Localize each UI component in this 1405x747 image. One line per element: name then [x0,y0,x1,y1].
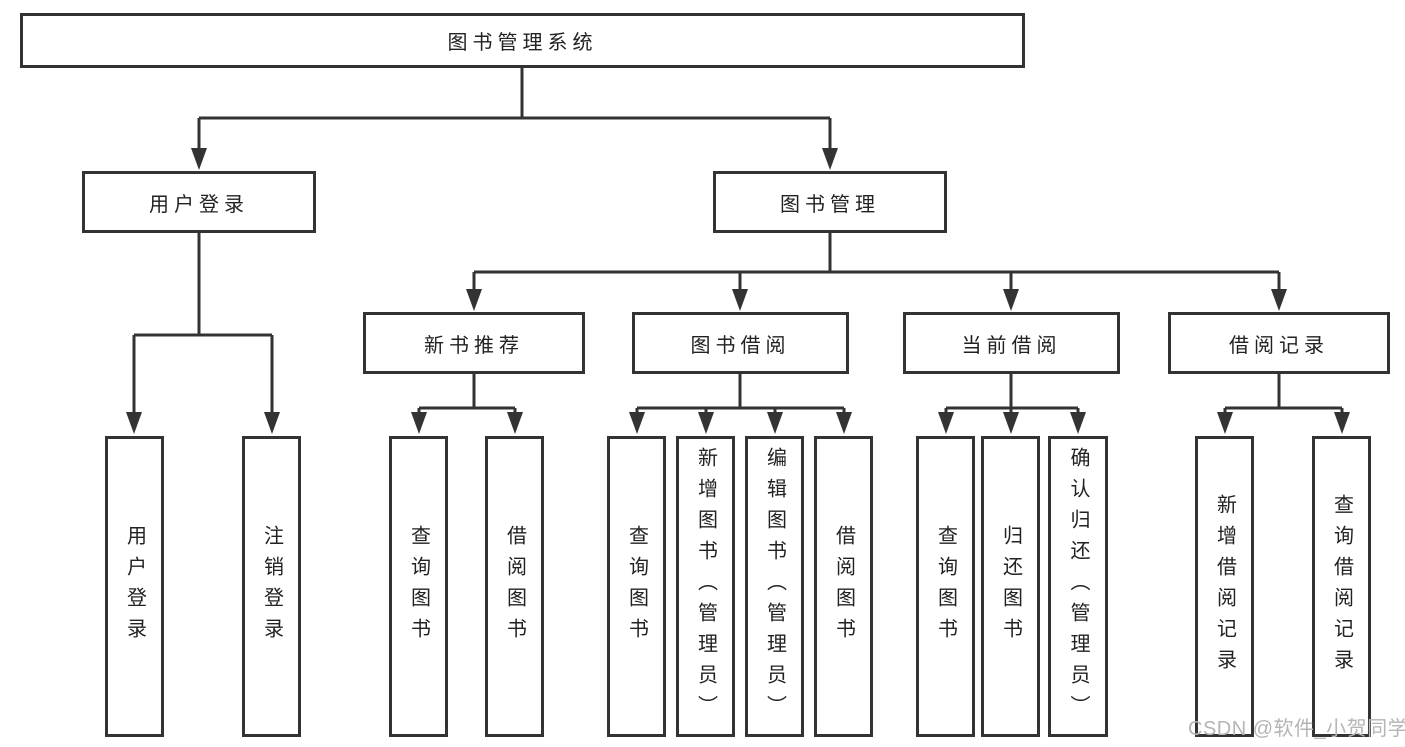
arrow-down-icon [698,412,714,434]
node-leaf-bb-edit-book: 编辑图书（管理员） [745,436,804,737]
node-leaf-bb-query-book: 查询图书 [607,436,666,737]
connector-book-mgmt [472,233,1281,294]
arrow-down-icon [264,412,280,434]
arrow-down-icon [466,289,482,311]
connector-borrow-record [1223,374,1344,417]
arrow-down-icon [1070,412,1086,434]
node-current-borrow: 当前借阅 [903,312,1120,374]
node-leaf-bb-add-book: 新增图书（管理员） [676,436,735,737]
connector-current-borrow [944,374,1080,417]
connector-new-book-rec [417,374,517,417]
connector-root [197,68,832,152]
watermark: CSDN @软件_小贺同学 [1188,718,1405,740]
node-leaf-br-add-record: 新增借阅记录 [1195,436,1254,737]
node-borrow-record: 借阅记录 [1168,312,1390,374]
node-leaf-cb-query-book: 查询图书 [916,436,975,737]
arrow-down-icon [822,148,838,170]
connector-user-login [132,233,274,416]
arrow-down-icon [629,412,645,434]
arrow-down-icon [1003,412,1019,434]
connector-book-borrow [635,374,846,417]
arrow-down-icon [1003,289,1019,311]
arrow-down-icon [938,412,954,434]
node-leaf-logout: 注销登录 [242,436,301,737]
arrow-down-icon [1217,412,1233,434]
arrow-down-icon [411,412,427,434]
node-leaf-cb-confirm-return: 确认归还（管理员） [1048,436,1108,737]
arrow-down-icon [191,148,207,170]
node-root: 图书管理系统 [20,13,1025,68]
node-book-mgmt: 图书管理 [713,171,947,233]
arrow-down-icon [1334,412,1350,434]
node-new-book-rec: 新书推荐 [363,312,585,374]
node-user-login: 用户登录 [82,171,316,233]
node-leaf-user-login: 用户登录 [105,436,164,737]
arrow-down-icon [126,412,142,434]
node-leaf-rec-query-book: 查询图书 [389,436,448,737]
arrow-down-icon [836,412,852,434]
arrow-down-icon [767,412,783,434]
node-leaf-cb-return-book: 归还图书 [981,436,1040,737]
node-leaf-bb-borrow-book: 借阅图书 [814,436,873,737]
node-book-borrow: 图书借阅 [632,312,849,374]
node-leaf-br-query-record: 查询借阅记录 [1312,436,1371,737]
arrow-down-icon [732,289,748,311]
arrow-down-icon [1271,289,1287,311]
node-leaf-rec-borrow-book: 借阅图书 [485,436,544,737]
arrow-down-icon [507,412,523,434]
